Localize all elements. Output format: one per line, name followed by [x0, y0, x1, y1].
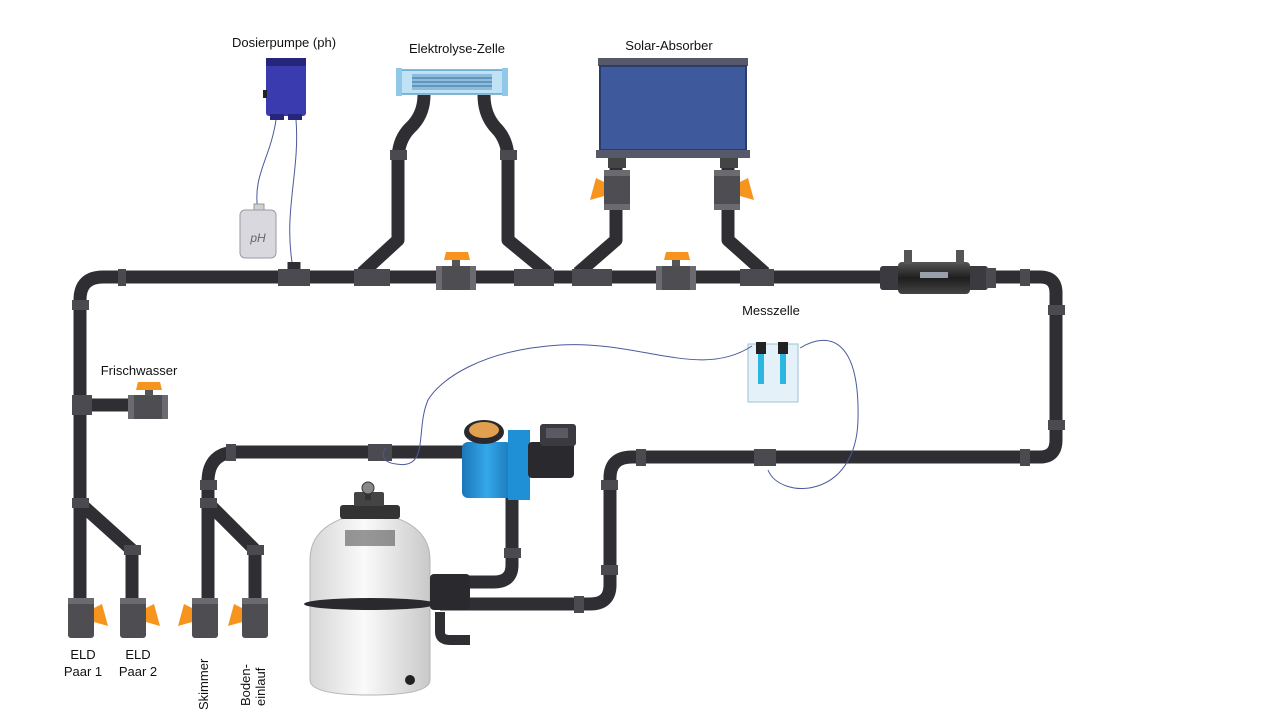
label-bodeneinlauf-line1: Boden-	[238, 664, 253, 706]
valve-icon[interactable]	[228, 598, 268, 638]
label-bodeneinlauf: Boden- einlauf	[238, 664, 268, 706]
valve-icon[interactable]	[436, 252, 476, 290]
circulation-pump-icon[interactable]	[462, 420, 576, 500]
label-eld-paar-2-line2: Paar 2	[118, 664, 158, 679]
pipe-network	[73, 94, 1063, 611]
label-bodeneinlauf-line2: einlauf	[253, 667, 268, 706]
label-eld-paar-2: ELD Paar 2	[119, 646, 157, 680]
ph-canister-icon: pH	[239, 203, 277, 259]
pipe-fittings	[72, 150, 1065, 613]
valves	[68, 170, 754, 638]
label-eld-paar-1: ELD Paar 1	[64, 646, 102, 680]
label-messzelle: Messzelle	[742, 303, 800, 318]
valve-icon[interactable]	[120, 598, 160, 638]
label-eld-paar-1-line1: ELD	[70, 647, 96, 662]
dosing-tubes	[256, 119, 298, 263]
valve-icon[interactable]	[128, 382, 168, 419]
label-frischwasser: Frischwasser	[100, 363, 178, 378]
measuring-cell-icon[interactable]	[747, 342, 799, 403]
sensor-cables	[382, 340, 859, 489]
heat-exchanger-icon[interactable]	[880, 250, 996, 294]
valve-icon[interactable]	[68, 598, 108, 638]
label-dosierpumpe: Dosierpumpe (ph)	[231, 35, 337, 50]
sand-filter-icon[interactable]	[304, 481, 470, 696]
label-elektrolyse-zelle: Elektrolyse-Zelle	[408, 41, 506, 56]
valve-icon[interactable]	[714, 170, 754, 210]
electrolysis-cell-icon[interactable]	[396, 68, 508, 96]
valve-icon[interactable]	[178, 598, 218, 638]
label-eld-paar-1-line2: Paar 1	[63, 664, 103, 679]
label-solar-absorber: Solar-Absorber	[625, 38, 713, 53]
label-eld-paar-2-line1: ELD	[125, 647, 151, 662]
valve-icon[interactable]	[590, 170, 630, 210]
valve-icon[interactable]	[656, 252, 696, 290]
solar-absorber-icon[interactable]	[596, 58, 750, 168]
ph-canister-label: pH	[249, 231, 266, 245]
dosing-pump-icon[interactable]	[263, 58, 306, 120]
label-skimmer: Skimmer	[196, 658, 211, 710]
